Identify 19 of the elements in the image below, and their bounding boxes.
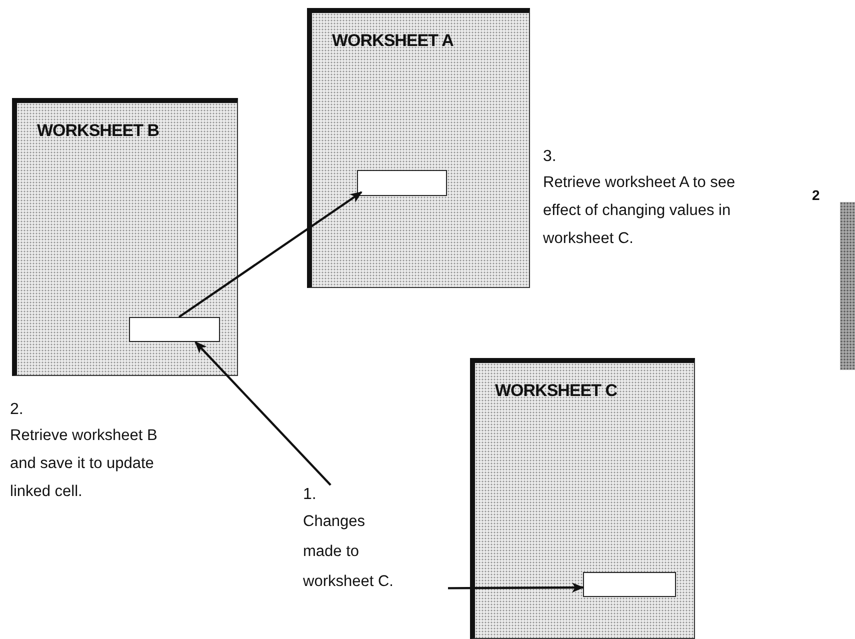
arrow (194, 341, 332, 486)
cell-box (583, 572, 676, 597)
step-number: 3. (543, 147, 558, 167)
worksheet-page (307, 8, 530, 288)
step-number: 1. (303, 485, 318, 505)
worksheet-page (12, 98, 238, 376)
step-description: Changes made to worksheet C. (303, 512, 394, 592)
arrow (178, 191, 362, 318)
worksheet-page (470, 358, 695, 639)
step-description: Retrieve worksheet B and save it to update linked cell. (10, 426, 158, 502)
worksheet-title: WORKSHEET A (332, 31, 454, 51)
cell-box (357, 170, 447, 196)
arrow (448, 582, 584, 593)
cell-box (129, 317, 220, 342)
step-number: 2. (10, 400, 24, 420)
worksheet-title: WORKSHEET B (37, 121, 159, 141)
page-number: 2 (812, 187, 820, 203)
worksheet-title: WORKSHEET C (495, 381, 617, 401)
step-description: Retrieve worksheet A to see effect of changing values in worksheet C. (543, 173, 736, 249)
